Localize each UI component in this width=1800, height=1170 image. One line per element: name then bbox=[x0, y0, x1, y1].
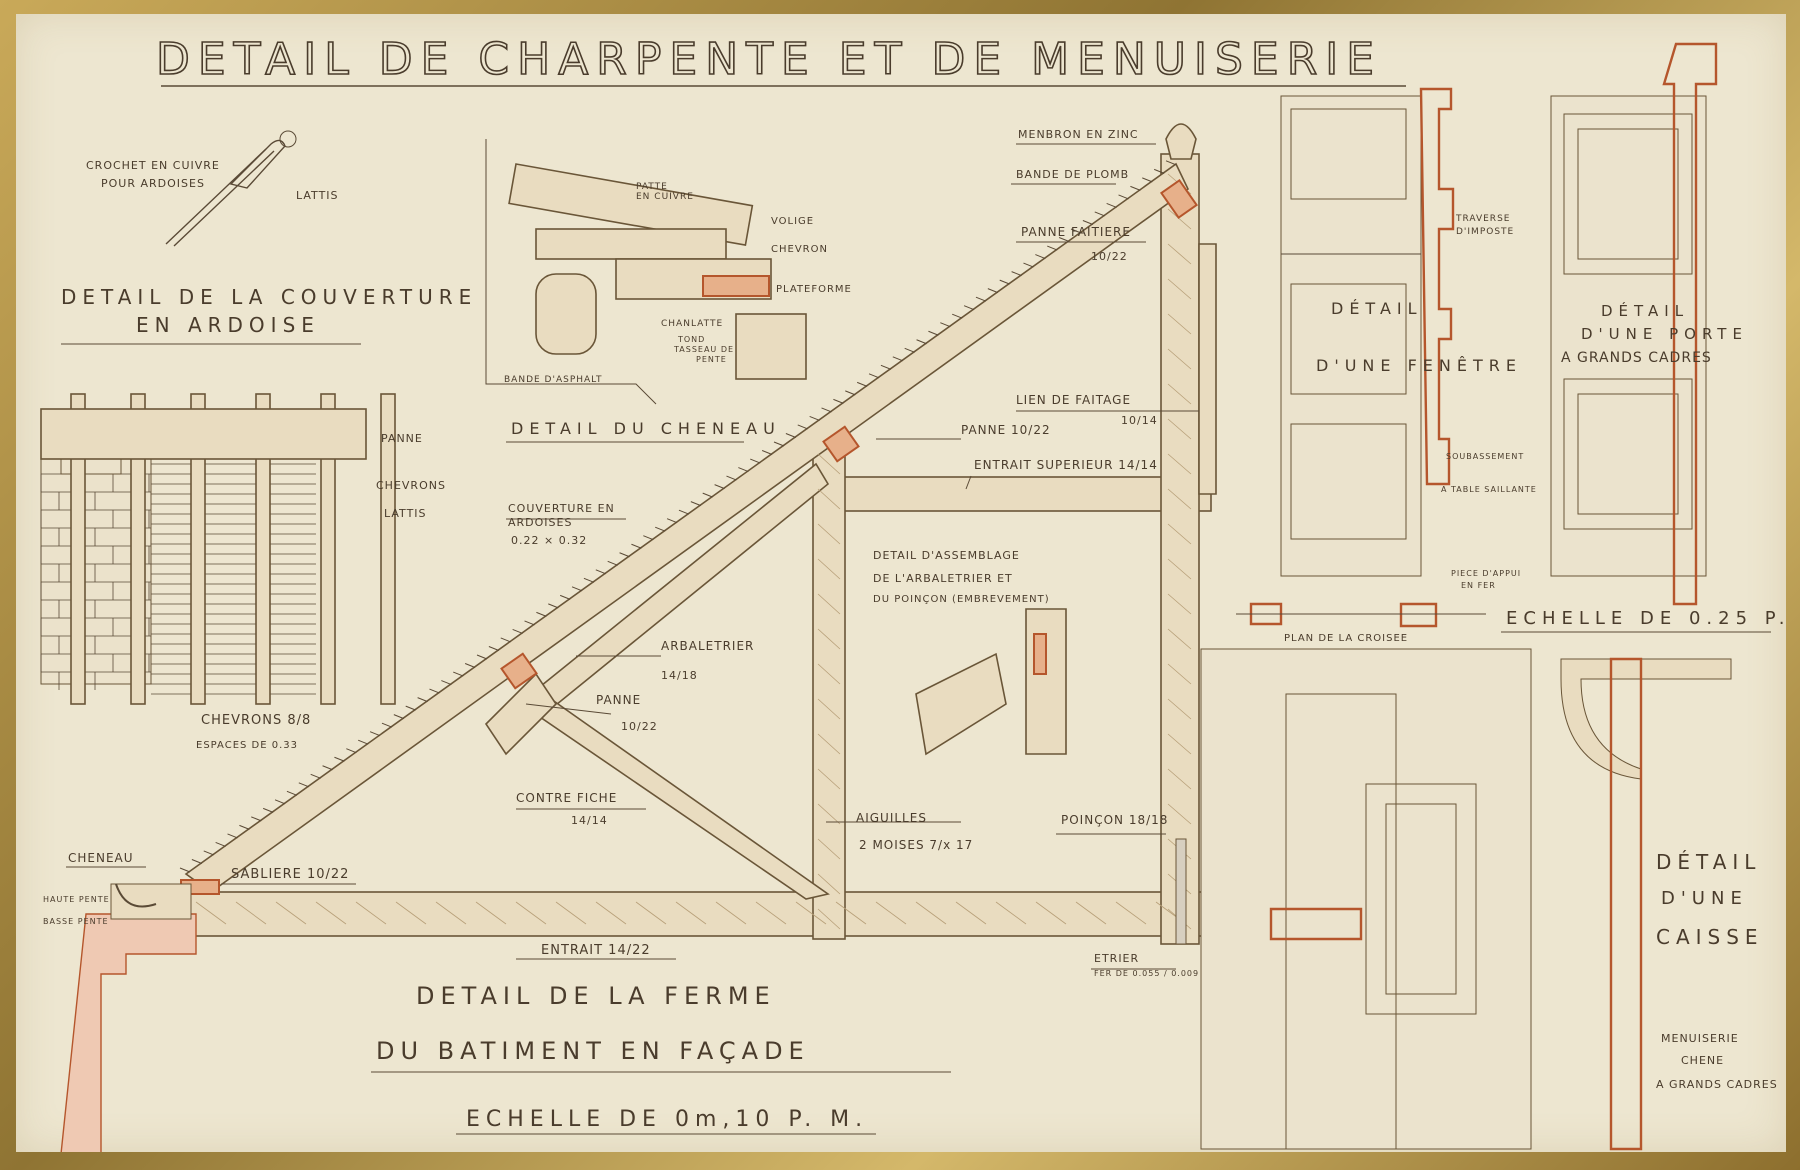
label-couverture-2: ARDOISES bbox=[508, 516, 572, 529]
label-plateforme: PLATEFORME bbox=[776, 284, 852, 295]
label-soubassement-2: A TABLE SAILLANTE bbox=[1441, 485, 1537, 494]
label-lattis: LATTIS bbox=[384, 507, 427, 520]
porte-title-1: DÉTAIL bbox=[1601, 301, 1689, 320]
label-plan-croisee: PLAN DE LA CROISEE bbox=[1284, 633, 1408, 644]
label-entrait: ENTRAIT 14/22 bbox=[541, 943, 651, 958]
label-assemblage-3: DU POINÇON (EMBREVEMENT) bbox=[873, 594, 1050, 605]
label-panne-faitiere-dim: 10/22 bbox=[1091, 250, 1128, 263]
label-panne-faitiere: PANNE FAITIERE bbox=[1021, 225, 1131, 239]
label-assemblage-2: DE L'ARBALETRIER ET bbox=[873, 572, 1013, 585]
label-bois-2: CHENE bbox=[1681, 1054, 1724, 1067]
label-bande-plomb: BANDE DE PLOMB bbox=[1016, 168, 1129, 181]
ferme-echelle: ECHELLE DE 0m,10 P. M. bbox=[466, 1107, 868, 1132]
label-traverse-1: TRAVERSE bbox=[1455, 214, 1510, 224]
cheneau-detail: PATTE EN CUIVRE VOLIGE CHEVRON PLATEFORM… bbox=[485, 139, 852, 443]
porte-title-2: D'UNE PORTE bbox=[1581, 325, 1748, 343]
label-traverse-2: D'IMPOSTE bbox=[1456, 227, 1514, 237]
label-cheneau: CHENEAU bbox=[68, 851, 134, 865]
label-poincon: POINÇON 18/18 bbox=[1061, 813, 1168, 827]
label-tasseau-2: TASSEAU DE bbox=[673, 345, 734, 354]
porte-title-3: A GRANDS CADRES bbox=[1561, 350, 1712, 366]
label-chanlatte: CHANLATTE bbox=[661, 319, 723, 329]
technical-drawing: DETAIL DE CHARPENTE ET DE MENUISERIE CRO… bbox=[40, 33, 1786, 1152]
label-chevrons-dim: CHEVRONS 8/8 bbox=[201, 713, 311, 728]
label-panne-haut: PANNE 10/22 bbox=[961, 423, 1051, 437]
label-panne: PANNE bbox=[381, 432, 423, 445]
caisse-detail: DÉTAIL D'UNE CAISSE MENUISERIE CHENE A G… bbox=[1200, 648, 1778, 1151]
crochet-detail: CROCHET EN CUIVRE POUR ARDOISES LATTIS bbox=[86, 130, 339, 247]
label-espaces: ESPACES DE 0.33 bbox=[196, 740, 298, 751]
label-patte-1: PATTE bbox=[636, 182, 668, 192]
label-chevron: CHEVRON bbox=[771, 244, 828, 255]
caisse-title-3: CAISSE bbox=[1656, 925, 1764, 949]
truss-drawing: MENBRON EN ZINC BANDE DE PLOMB PANNE FAI… bbox=[43, 123, 1217, 1152]
label-tasseau-1: TOND bbox=[677, 335, 705, 344]
label-couverture-1: COUVERTURE EN bbox=[508, 502, 615, 515]
label-arbaletrier-dim: 14/18 bbox=[661, 669, 698, 682]
label-lattis-top: LATTIS bbox=[296, 189, 339, 202]
label-moises: 2 MOISES 7/x 17 bbox=[859, 838, 973, 852]
label-piece-2: EN FER bbox=[1461, 581, 1496, 590]
label-volige: VOLIGE bbox=[771, 216, 814, 227]
label-chevrons: CHEVRONS bbox=[376, 479, 446, 492]
label-menbron: MENBRON EN ZINC bbox=[1018, 128, 1139, 141]
couverture-detail: DETAIL DE LA COUVERTURE EN ARDOISE PANNE… bbox=[40, 285, 477, 751]
label-panne-bas-dim: 10/22 bbox=[621, 720, 658, 733]
label-sabliere: SABLIERE 10/22 bbox=[231, 867, 349, 882]
ferme-title-2: DU BATIMENT EN FAÇADE bbox=[376, 1037, 810, 1065]
label-lien-faitage: LIEN DE FAITAGE bbox=[1016, 393, 1131, 407]
label-contre-fiche-dim: 14/14 bbox=[571, 814, 608, 827]
label-patte-2: EN CUIVRE bbox=[636, 192, 694, 202]
couverture-title-1: DETAIL DE LA COUVERTURE bbox=[61, 285, 477, 309]
label-crochet-2: POUR ARDOISES bbox=[101, 177, 205, 190]
label-assemblage-1: DETAIL D'ASSEMBLAGE bbox=[873, 549, 1020, 562]
label-arbaletrier: ARBALETRIER bbox=[661, 639, 754, 653]
fenetre-title-2: D'UNE FENÊTRE bbox=[1316, 356, 1522, 375]
label-bois-3: A GRANDS CADRES bbox=[1656, 1078, 1778, 1091]
label-piece-1: PIECE D'APPUI bbox=[1451, 569, 1521, 578]
label-contre-fiche: CONTRE FICHE bbox=[516, 791, 617, 805]
cheneau-title: DETAIL DU CHENEAU bbox=[511, 419, 781, 438]
label-soubassement-1: SOUBASSEMENT bbox=[1446, 452, 1524, 461]
menuiserie-echelle: ECHELLE DE 0.25 P. M. bbox=[1506, 608, 1786, 629]
fenetre-detail: DÉTAIL D'UNE FENÊTRE TRAVERSE D'IMPOSTE … bbox=[1236, 87, 1537, 644]
label-etrier-fer: FER DE 0.055 / 0.009 bbox=[1094, 969, 1199, 978]
couverture-title-2: EN ARDOISE bbox=[136, 313, 320, 337]
label-bande-asphalt: BANDE D'ASPHALT bbox=[504, 375, 602, 385]
caisse-title-2: D'UNE bbox=[1661, 888, 1748, 909]
label-aiguilles: AIGUILLES bbox=[856, 811, 927, 825]
label-panne-bas: PANNE bbox=[596, 693, 641, 707]
drawing-sheet: DETAIL DE CHARPENTE ET DE MENUISERIE CRO… bbox=[16, 14, 1786, 1152]
label-haute-pente: HAUTE PENTE bbox=[43, 895, 110, 904]
porte-detail: DÉTAIL D'UNE PORTE A GRANDS CADRES ECHEL… bbox=[1501, 42, 1786, 633]
caisse-title-1: DÉTAIL bbox=[1656, 850, 1761, 874]
fenetre-title-1: DÉTAIL bbox=[1331, 299, 1423, 318]
label-etrier: ETRIER bbox=[1094, 952, 1139, 965]
label-basse-pente: BASSE PENTE bbox=[43, 917, 109, 926]
label-couverture-3: 0.22 × 0.32 bbox=[511, 534, 587, 547]
label-lien-faitage-dim: 10/14 bbox=[1121, 414, 1158, 427]
ferme-title-1: DETAIL DE LA FERME bbox=[416, 982, 776, 1010]
label-crochet-1: CROCHET EN CUIVRE bbox=[86, 159, 220, 172]
label-bois-1: MENUISERIE bbox=[1661, 1032, 1739, 1045]
label-tasseau-3: PENTE bbox=[696, 355, 727, 364]
label-entrait-sup: ENTRAIT SUPERIEUR 14/14 bbox=[974, 458, 1158, 472]
sheet-title: DETAIL DE CHARPENTE ET DE MENUISERIE bbox=[156, 34, 1382, 85]
